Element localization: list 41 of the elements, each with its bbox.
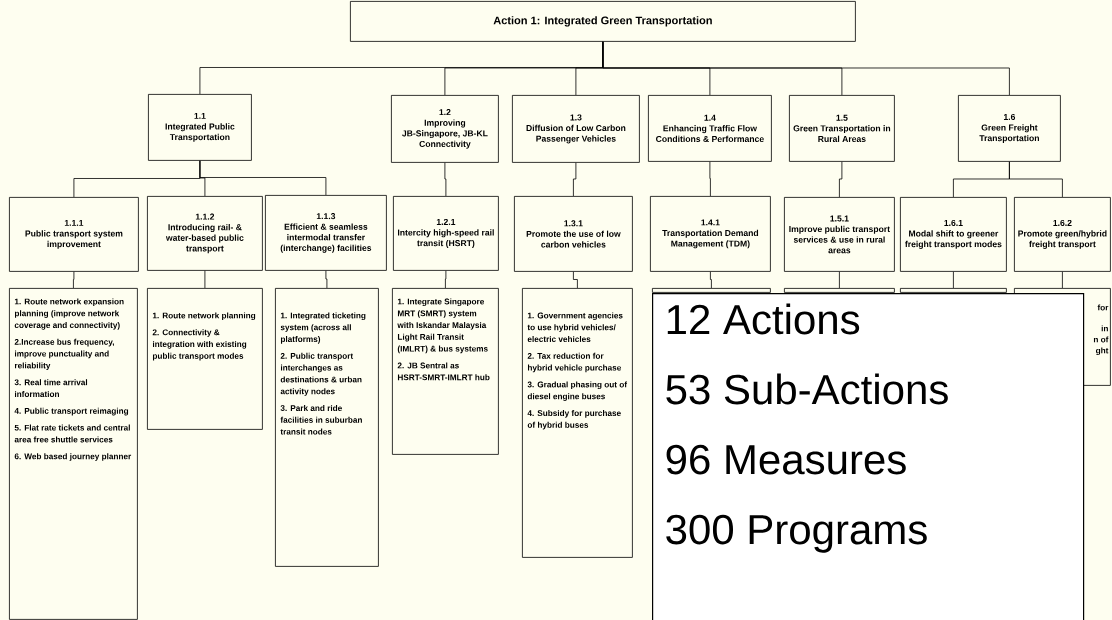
- action-box: 1.6 Green Freight Transportation: [958, 95, 1061, 162]
- connector-line: [199, 160, 327, 196]
- action-box: 1.3 Diffusion of Low Carbon Passenger Vehicles: [512, 95, 640, 163]
- measures-box: 1. Route network expansion planning (improve network coverage and connectivity) 2.Increase bus frequency, improve punctuality and reliability 3. Real time arrival information 4. Public transport reimaging 5. Flat rate tickets and central area free shuttle services 6. Web based journey planner: [9, 288, 138, 620]
- sub-action-box: 1.1.1 Public transport system improvement: [9, 197, 139, 272]
- measures-box: [784, 288, 895, 293]
- connector-line: [839, 161, 843, 198]
- sub-action-box: 1.4.1 Transportation Demand Management (TDM): [650, 196, 771, 272]
- title-box: Action 1: Integrated Green Transportation: [350, 1, 856, 42]
- connector-line: [1009, 161, 1063, 198]
- sub-action-box: 1.2.1 Intercity high-speed rail transit (HSRT): [393, 196, 499, 271]
- measures-box: 1. Integrated ticketing system (across all platforms) 2. Public transport interchanges as destinations & urban activity nodes 3. Park and ride facilities in suburban transit nodes: [275, 288, 379, 567]
- connector-line: [1062, 271, 1063, 289]
- action-box: 1.1 Integrated Public Transportation: [148, 94, 252, 161]
- connector-line: [444, 162, 447, 197]
- connector-line: [839, 271, 840, 289]
- measures-box: [652, 288, 771, 293]
- action-box: 1.2 Improving JB-Singapore, JB-KL Connectivity: [391, 95, 499, 163]
- connector-line: [710, 271, 712, 289]
- connector-line: [602, 41, 1010, 96]
- connector-line: [573, 162, 577, 197]
- measures-box: 1. Government agencies to use hybrid vehicles/ electric vehicles 2. Tax reduction for hybrid vehicle purchase 3. Gradual phasing out of diesel engine buses 4. Subsidy for purchase of hybrid buses: [522, 288, 633, 558]
- sub-action-box: 1.1.3 Efficient & seamless intermodal transfer (interchange) facilities: [265, 195, 387, 271]
- sub-action-box: 1.6.2 Promote green/hybrid freight transport: [1014, 197, 1111, 272]
- connector-line: [325, 270, 328, 289]
- action-box: 1.5 Green Transportation in Rural Areas: [789, 95, 895, 162]
- sub-action-box: 1.3.1 Promote the use of low carbon vehicles: [514, 196, 633, 272]
- connector-line: [573, 271, 578, 289]
- measures-box: 1. Integrate Singapore MRT (SMRT) system with Iskandar Malaysia Light Rail Transit (IMLRT) & bus systems 2. JB Sentral as HSRT-SMRT-IMLRT hub: [392, 288, 499, 455]
- connector-line: [73, 271, 75, 289]
- measures-box: [900, 288, 1007, 293]
- connector-line: [709, 161, 711, 197]
- measures-box: 1. Route network planning 2. Connectivity & integration with existing public transport modes: [147, 288, 263, 430]
- sub-action-box: 1.6.1 Modal shift to greener freight transport modes: [900, 197, 1007, 272]
- summary-box: 12 Actions 53 Sub-Actions 96 Measures 300 Programs: [652, 293, 1085, 620]
- connector-line: [445, 270, 447, 289]
- connector-line: [953, 271, 954, 289]
- sub-action-box: 1.5.1 Improve public transport services & use in rural areas: [784, 197, 895, 272]
- action-box: 1.4 Enhancing Traffic Flow Conditions & Performance: [648, 95, 772, 162]
- sub-action-box: 1.1.2 Introducing rail- & water-based public transport: [147, 196, 263, 271]
- connector-line: [204, 270, 206, 289]
